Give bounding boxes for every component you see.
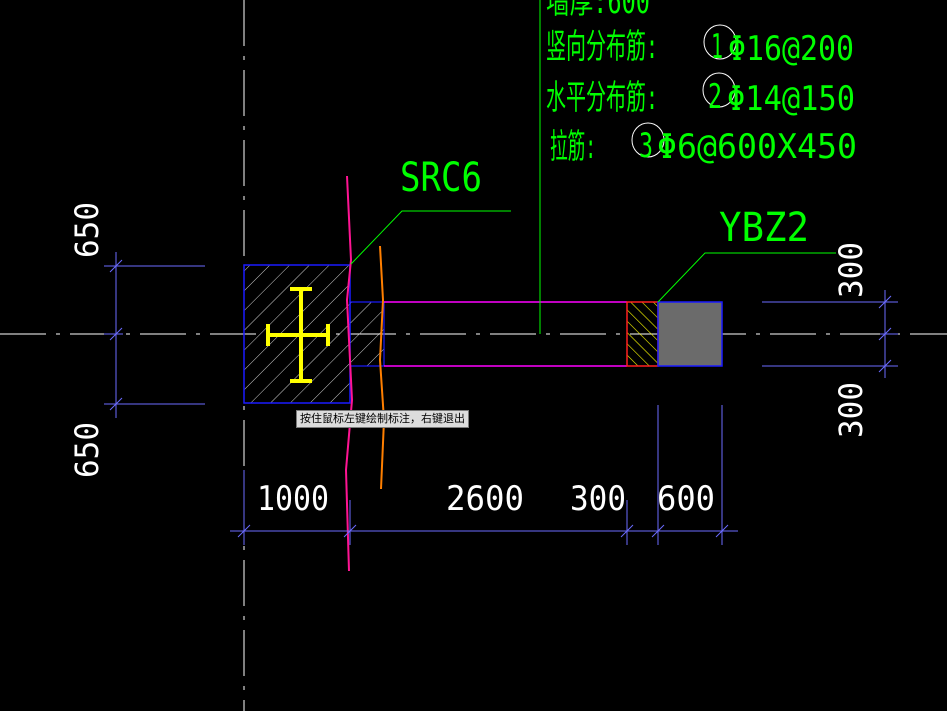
wall-thickness-text: 墙厚:600 xyxy=(546,0,650,22)
tie-label: 拉筋: xyxy=(550,127,596,167)
circle-marker-2 xyxy=(702,72,736,108)
vertical-rebar-value: Φ16@200 xyxy=(728,29,854,69)
horizontal-rebar-label: 水平分布筋: xyxy=(546,78,658,118)
horizontal-rebar-circle-number: 2 xyxy=(708,77,722,117)
wall-spec-annotation: 墙厚:600 竖向分布筋: 水平分布筋: 拉筋: 1 2 3 Φ16@200 Φ… xyxy=(546,0,857,167)
src-column-label: SRC6 xyxy=(400,155,482,201)
left-dimension-group xyxy=(104,252,205,418)
right-top-dimension-text: 300 xyxy=(832,242,870,298)
ybz-label: YBZ2 xyxy=(719,205,809,251)
left-bottom-dimension-text: 650 xyxy=(68,422,106,478)
src-leader xyxy=(350,210,511,265)
bottom-dimension-2600: 2600 xyxy=(446,479,524,519)
tie-circle-number: 3 xyxy=(639,126,653,166)
bottom-dimension-600: 600 xyxy=(657,479,715,519)
bottom-dimension-texts: 1000 2600 300 600 xyxy=(257,479,715,519)
tie-value: Φ6@600X450 xyxy=(657,127,857,167)
bottom-dimension-group xyxy=(230,405,738,545)
circle-marker-3 xyxy=(631,122,665,158)
right-bottom-dimension-text: 300 xyxy=(832,382,870,438)
orange-break-line xyxy=(378,245,386,490)
bottom-dimension-1000: 1000 xyxy=(257,479,329,519)
right-dimension-group xyxy=(762,290,898,378)
circle-marker-1 xyxy=(703,24,737,60)
steel-cross-section-icon xyxy=(266,287,330,383)
magenta-break-line xyxy=(344,175,354,572)
src-column[interactable] xyxy=(243,264,385,404)
horizontal-rebar-value: Φ14@150 xyxy=(727,79,855,119)
left-top-dimension-text: 650 xyxy=(68,202,106,258)
vertical-rebar-circle-number: 1 xyxy=(711,27,723,67)
ybz-edge-member[interactable] xyxy=(626,301,723,367)
ybz-leader xyxy=(657,252,836,303)
ybz-solid-part xyxy=(657,301,723,367)
bottom-dimension-300: 300 xyxy=(570,479,626,519)
vertical-rebar-label: 竖向分布筋: xyxy=(546,27,658,67)
ybz-hatched-part xyxy=(626,301,659,367)
leader-lines xyxy=(350,0,836,334)
cursor-tooltip: 按住鼠标左键绘制标注，右键退出 xyxy=(296,410,469,428)
src-column-extension xyxy=(349,301,385,367)
shear-wall[interactable] xyxy=(384,301,627,367)
